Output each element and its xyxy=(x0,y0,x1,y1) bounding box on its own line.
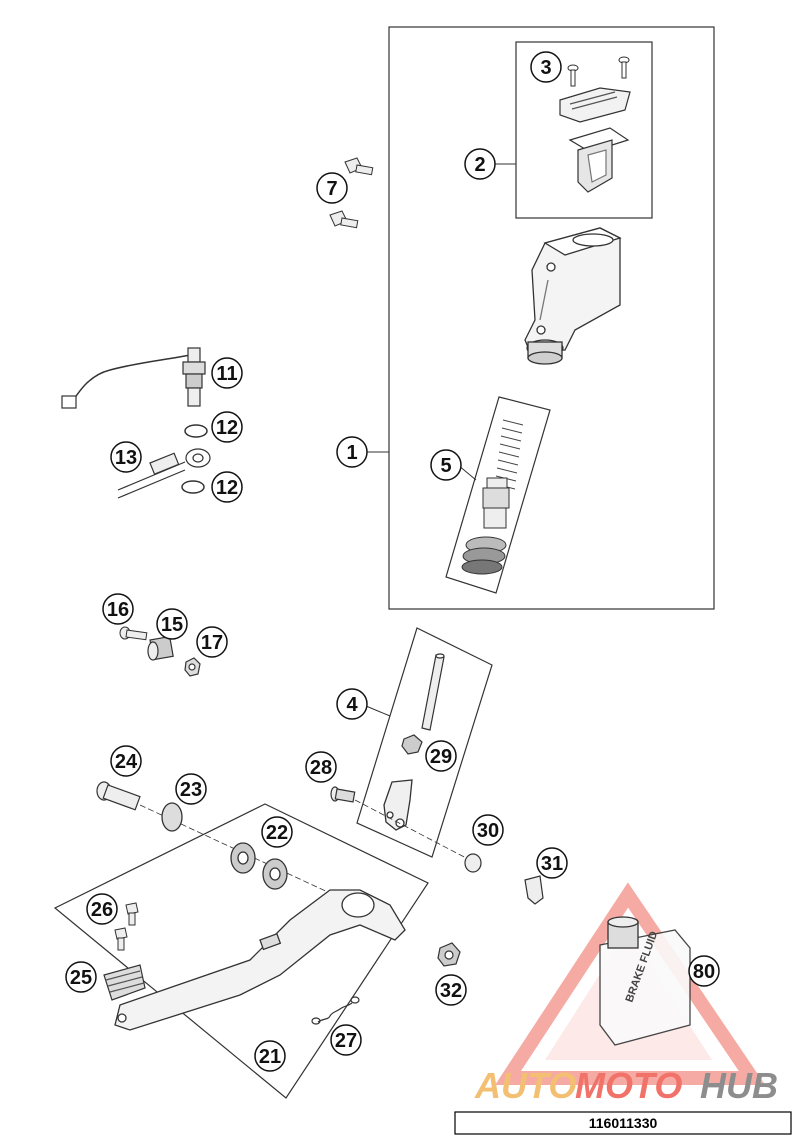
callout-16: 16 xyxy=(102,593,134,625)
svg-text:12: 12 xyxy=(216,417,238,439)
piston-kit-frame xyxy=(445,396,551,594)
pin-axis-line xyxy=(354,799,471,861)
svg-text:32: 32 xyxy=(440,980,462,1002)
callout-3: 3 xyxy=(530,51,562,83)
watermark-word-auto: AUTO xyxy=(474,1065,576,1106)
piston-kit xyxy=(461,419,524,575)
svg-text:3: 3 xyxy=(540,57,551,79)
watermark-word-hub: HUB xyxy=(700,1065,778,1106)
cap-screw-right xyxy=(618,56,630,79)
brake-light-switch xyxy=(61,347,206,409)
callout-11: 11 xyxy=(211,357,243,389)
brake-pedal-group-frame xyxy=(53,803,429,1099)
callout-2: 2 xyxy=(464,148,496,180)
clevis xyxy=(383,779,413,831)
svg-text:28: 28 xyxy=(310,757,332,779)
svg-text:23: 23 xyxy=(180,779,202,801)
svg-text:26: 26 xyxy=(91,899,113,921)
callout-5: 5 xyxy=(430,449,462,481)
reservoir-diaphragm xyxy=(568,127,630,193)
callout-32: 32 xyxy=(435,974,467,1006)
pedal-nut xyxy=(437,942,461,967)
svg-text:22: 22 xyxy=(266,822,288,844)
svg-text:4: 4 xyxy=(346,694,358,716)
part-number-text: 116011330 xyxy=(589,1115,658,1131)
callout-25: 25 xyxy=(65,961,97,993)
callout-27: 27 xyxy=(330,1024,362,1056)
svg-text:80: 80 xyxy=(693,961,715,983)
svg-text:13: 13 xyxy=(115,447,137,469)
callout-15: 15 xyxy=(156,608,188,640)
washer-30 xyxy=(464,853,482,873)
callouts: 1 2 3 4 5 7 11 12 12 13 15 16 17 21 22 2… xyxy=(65,51,720,1072)
pin-bolt xyxy=(119,626,148,641)
bolt-lower xyxy=(329,210,359,229)
svg-text:31: 31 xyxy=(541,853,563,875)
svg-text:11: 11 xyxy=(216,363,237,385)
nut xyxy=(184,657,201,677)
svg-text:2: 2 xyxy=(474,154,485,176)
brake-hose xyxy=(117,448,211,499)
spacer-23 xyxy=(161,802,183,832)
brake-pedal-lever xyxy=(114,889,406,1031)
watermark-word-moto: MOTO xyxy=(575,1065,682,1106)
pedal-tip xyxy=(103,964,146,1001)
callout-21: 21 xyxy=(254,1040,286,1072)
svg-text:27: 27 xyxy=(335,1030,357,1052)
svg-text:12: 12 xyxy=(216,477,238,499)
svg-text:24: 24 xyxy=(115,751,138,773)
master-cylinder-group-frame xyxy=(388,26,715,610)
svg-text:30: 30 xyxy=(477,820,499,842)
callout-22: 22 xyxy=(261,816,293,848)
callout-24: 24 xyxy=(110,745,142,777)
brake-fluid-bottle: BRAKE FLUID xyxy=(599,916,691,1046)
svg-text:15: 15 xyxy=(161,614,183,636)
return-spring xyxy=(311,996,360,1025)
tip-screw-upper xyxy=(125,902,139,926)
bushing-pair-22 xyxy=(230,842,288,890)
sealing-washer-lower xyxy=(181,480,205,494)
callout-7: 7 xyxy=(316,172,348,204)
cap-screw-left xyxy=(567,64,579,87)
svg-text:29: 29 xyxy=(430,746,452,768)
callout-31: 31 xyxy=(536,847,568,879)
pedal-pivot-bolt xyxy=(96,781,141,811)
callout-12-upper: 12 xyxy=(211,411,243,443)
callout-29: 29 xyxy=(425,740,457,772)
svg-text:25: 25 xyxy=(70,967,92,989)
sealing-washer-upper xyxy=(184,424,208,438)
pushrod-group-frame xyxy=(356,627,493,858)
part-number-box: 116011330 xyxy=(454,1111,792,1135)
callout-4: 4 xyxy=(336,688,368,720)
svg-text:7: 7 xyxy=(326,178,337,200)
pushrod xyxy=(421,653,445,731)
svg-text:1: 1 xyxy=(346,442,357,464)
svg-text:21: 21 xyxy=(259,1046,281,1068)
callout-13: 13 xyxy=(110,441,142,473)
pushrod-locknut xyxy=(401,734,423,755)
svg-text:17: 17 xyxy=(201,632,223,654)
master-cylinder-body xyxy=(524,227,622,365)
svg-text:5: 5 xyxy=(440,455,451,477)
callout-26: 26 xyxy=(86,893,118,925)
reservoir-cap xyxy=(559,87,631,123)
callout-17: 17 xyxy=(196,626,228,658)
svg-text:16: 16 xyxy=(107,599,129,621)
callout-28: 28 xyxy=(305,751,337,783)
callout-80: 80 xyxy=(688,955,720,987)
tip-screw-lower xyxy=(114,927,128,951)
callout-23: 23 xyxy=(175,773,207,805)
clevis-pin xyxy=(330,786,356,803)
callout-12-lower: 12 xyxy=(211,471,243,503)
cotter-pin xyxy=(524,875,544,905)
reservoir-cap-group-frame xyxy=(515,41,653,219)
callout-1: 1 xyxy=(336,436,368,468)
bolt-upper xyxy=(344,157,374,176)
callout-30: 30 xyxy=(472,814,504,846)
bushing xyxy=(147,635,174,661)
